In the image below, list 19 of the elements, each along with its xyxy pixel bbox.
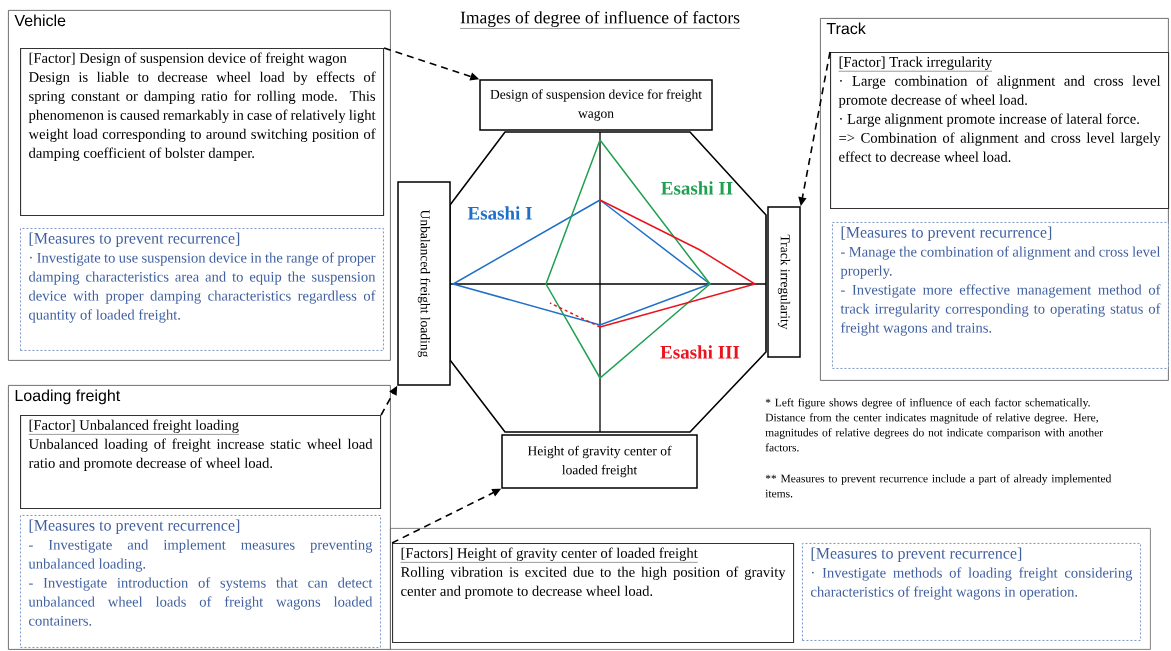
factor-box: [Factor] Track irregularity · Large combination of alignment and cross level promote decrease of wheel load. · Large alignment promote increase of lateral force. => Combination of alignment and cross level largely effect to decrease wheel load. — [830, 52, 1170, 210]
series-label: Esashi II — [661, 181, 733, 195]
note: * Left figure shows degree of influence of each factor schematically. Distance from the center indicates magnitude of relative degree. Here, magnitudes of relative degrees do not indicate comparison with another factors. — [765, 398, 1103, 452]
factor-box: [Factors] Height of gravity center of loaded freight Rolling vibration is excited due to the high position of gravity center and promote to decrease wheel load. — [392, 543, 795, 644]
measures-box: [Measures to prevent recurrence] · Investigate to use suspension device in the range of proper damping characteristics area and to equip the suspension device with proper damping characteristics regardless of quantity of loaded freight. — [20, 228, 384, 351]
factor-label-box: Height of gravity center of loaded freight — [501, 434, 698, 489]
measures-box: [Measures to prevent recurrence] · Investigate methods of loading freight considering characteristics of freight wagons in operation. — [802, 543, 1141, 641]
group-box — [390, 528, 1151, 650]
factor-box: [Factor] Unbalanced freight loading Unbalanced loading of freight increase static wheel load ratio and promote decrease of wheel load. — [20, 415, 382, 510]
note: ** Measures to prevent recurrence include a part of already implemented items. — [765, 474, 1112, 498]
series-label: Esashi III — [660, 345, 740, 359]
measures-box: [Measures to prevent recurrence] - Manage the combination of alignment and cross level properly. - Investigate more effective management method of track irregularity corresponding to operating status of freight wagons and trains. — [832, 222, 1169, 369]
series-label: Esashi I — [467, 206, 532, 220]
measures-box: [Measures to prevent recurrence] - Investigate and implement measures preventing unbalanced loading. - Investigate introduction of systems that can detect unbalanced wheel loads of freight wagons loaded containers. — [20, 515, 381, 648]
factor-box: [Factor] Design of suspension device of freight wagon Design is liable to decrease wheel load by effects of spring constant or damping ratio for rolling mode. This phenomenon is caused remarkably in case of relatively light weight load corresponding to around switching position of damping coefficient of bolster damper. — [20, 48, 385, 217]
title: Images of degree of influence of factors — [459, 10, 741, 29]
factor-label-box: Design of suspension device for freight wagon — [479, 79, 713, 131]
factor-label-box: Unbalanced freight loading — [397, 181, 451, 386]
factor-label-box: Track irregularity — [767, 206, 801, 358]
